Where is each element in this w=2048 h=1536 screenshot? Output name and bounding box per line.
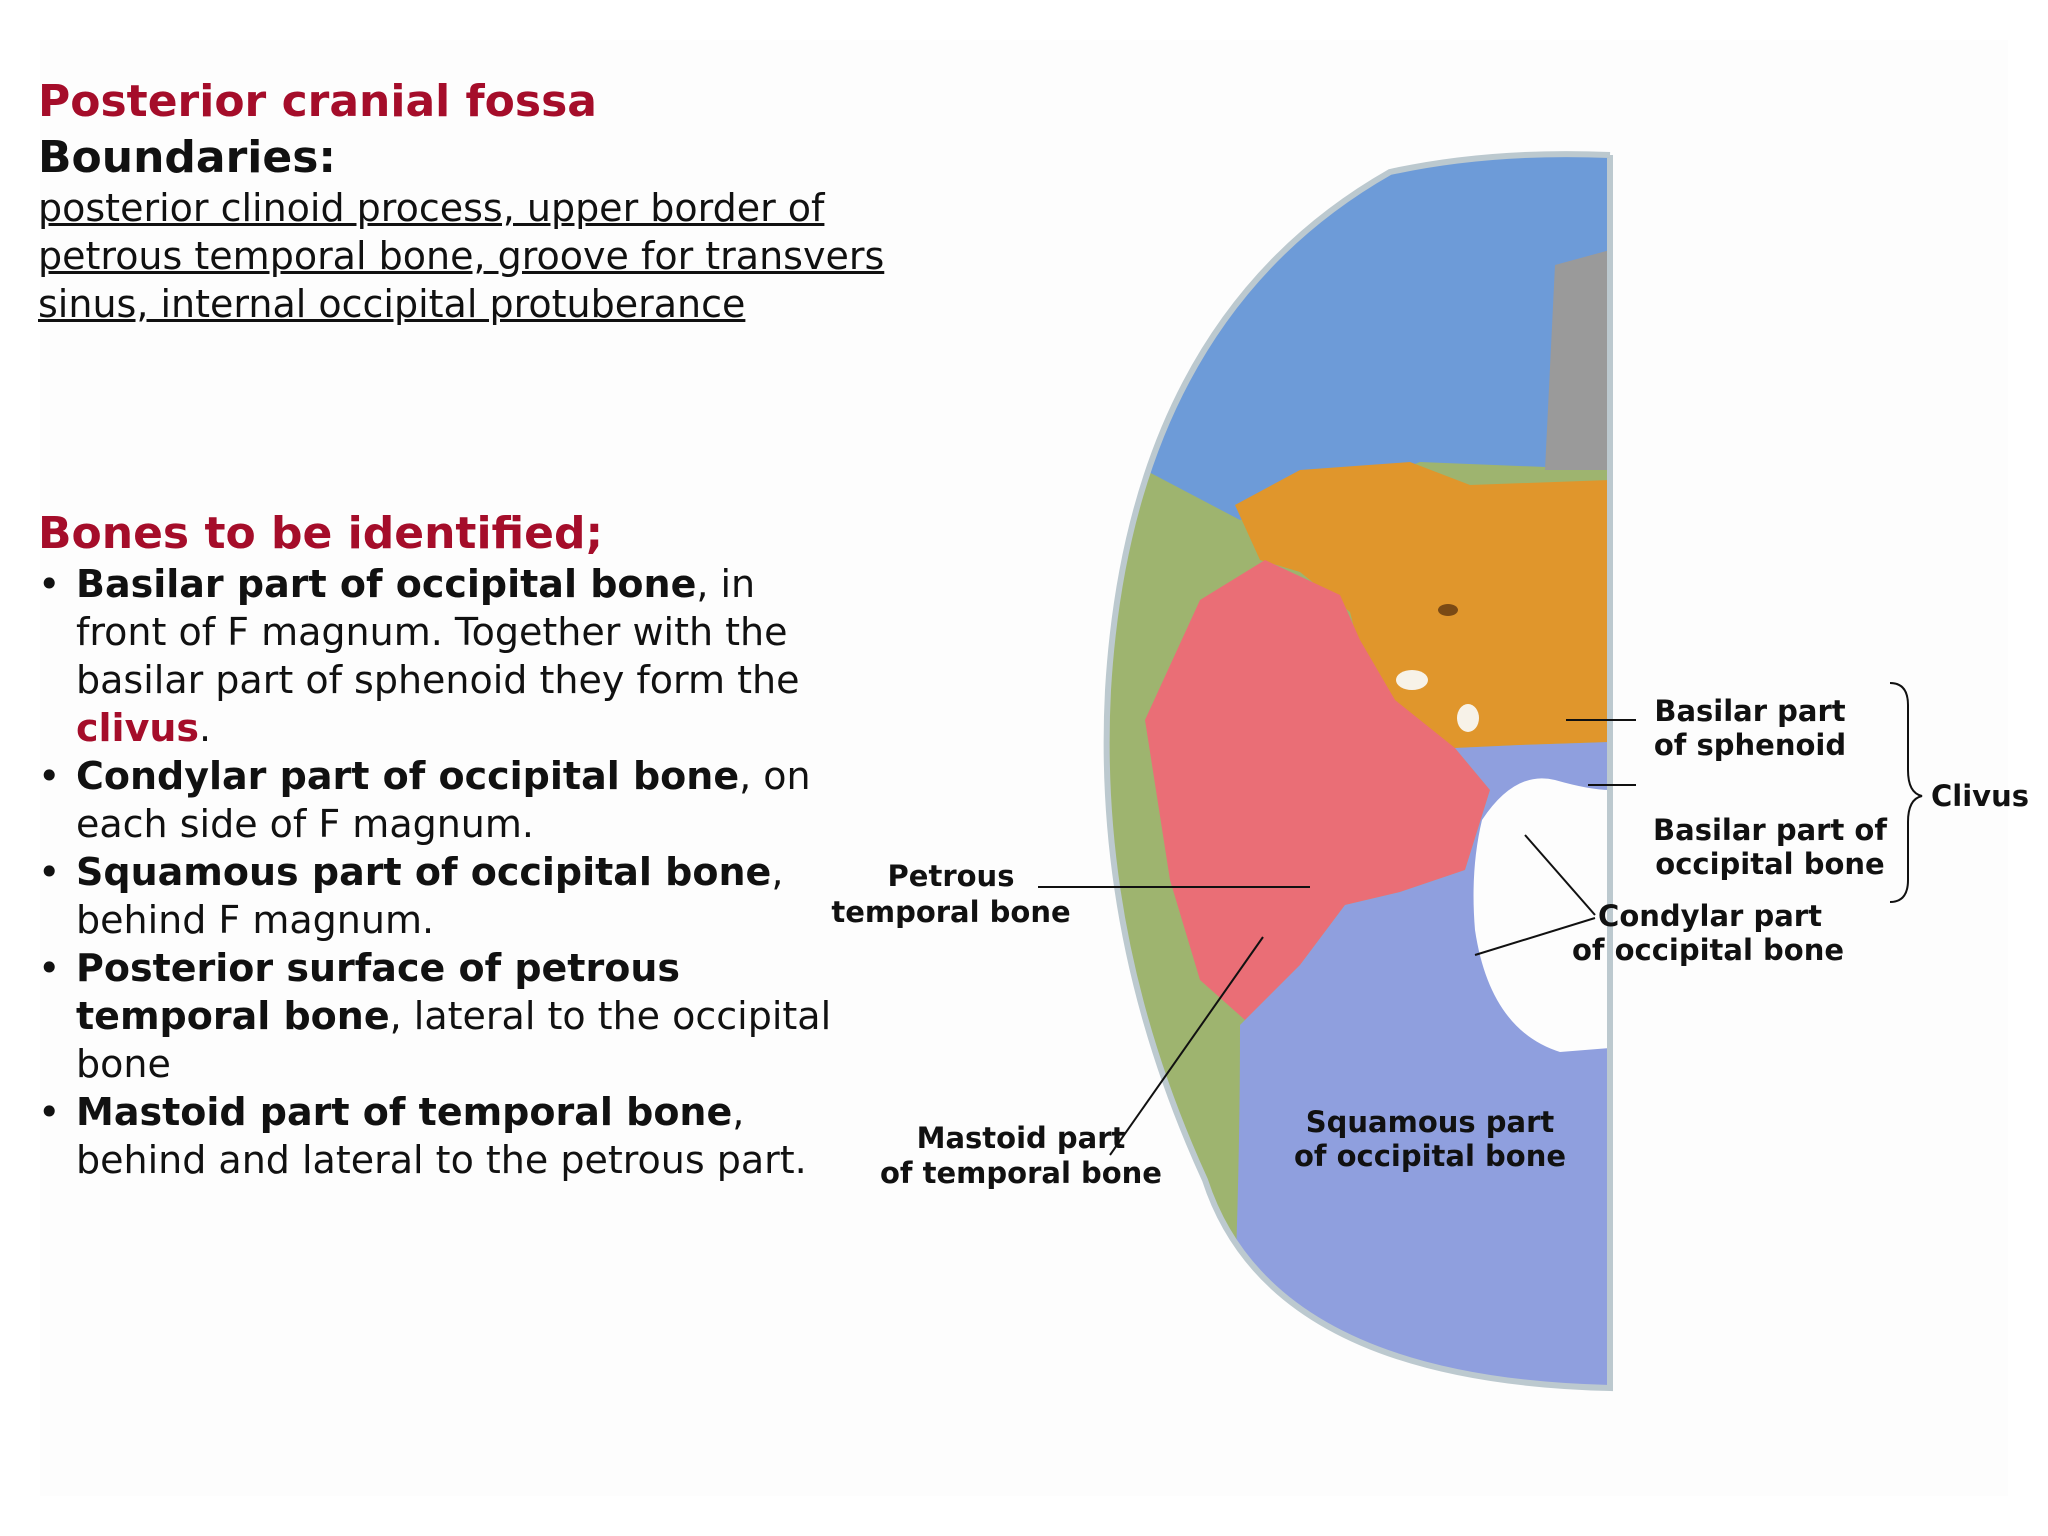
condylar-label-line1: Condylar part: [1598, 899, 1822, 933]
list-item: Squamous part of occipital bone, behind …: [38, 848, 838, 944]
diagram-labels: Petrous temporal bone Mastoid part of te…: [831, 694, 2029, 1190]
condylar-label-line2: of occipital bone: [1572, 933, 1844, 967]
bone-description: , on each side of F magnum.: [76, 754, 811, 846]
page-title: Posterior cranial fossa: [38, 76, 597, 127]
bone-name: Mastoid part of temporal bone: [76, 1090, 733, 1134]
basilar-occipital-label-line2: occipital bone: [1655, 847, 1884, 881]
petrous-label-line1: Petrous: [888, 859, 1015, 893]
squamous-label-line1: Squamous part: [1306, 1105, 1555, 1139]
leader-lines: [1038, 682, 1923, 1156]
basilar-sphenoid-label-line1: Basilar part: [1654, 694, 1845, 728]
bone-description: , lateral to the occipital bone: [76, 994, 832, 1086]
basilar-sphenoid-label-line2: of sphenoid: [1654, 728, 1846, 762]
boundaries-heading: Boundaries:: [38, 132, 337, 183]
bones-heading: Bones to be identified;: [38, 508, 604, 559]
skull-half: [1106, 154, 1610, 1388]
basilar-occipital-label-line1: Basilar part of: [1653, 813, 1887, 847]
condylar-leader-upper: [1524, 834, 1596, 916]
clivus-bracket: [1889, 682, 1923, 903]
bone-description: , behind F magnum.: [76, 850, 784, 942]
ethmoid-region: [1545, 250, 1610, 470]
list-item: Mastoid part of temporal bone, behind an…: [38, 1088, 838, 1184]
bone-name: Condylar part of occipital bone: [76, 754, 740, 798]
bone-name: Squamous part of occipital bone: [76, 850, 772, 894]
foramen-shape: [1457, 704, 1479, 732]
petrous-label-line2: temporal bone: [831, 895, 1070, 929]
bones-list: Basilar part of occipital bone, in front…: [38, 560, 838, 1184]
squamous-label-line2: of occipital bone: [1294, 1139, 1566, 1173]
foramen-magnum: [1473, 778, 1610, 1052]
skull-outline: [1103, 151, 1613, 1392]
clivus-highlight: clivus: [76, 706, 200, 750]
list-item: Basilar part of occipital bone, in front…: [38, 560, 838, 752]
petrous-temporal-bone: [1145, 560, 1490, 1020]
bone-description-tail: .: [199, 706, 212, 750]
mastoid-leader: [1109, 936, 1264, 1156]
clivus-label: Clivus: [1931, 779, 2029, 813]
sphenoid-bone: [1235, 462, 1610, 748]
list-item: Posterior surface of petrous temporal bo…: [38, 944, 838, 1088]
condylar-leader-lower: [1474, 917, 1596, 956]
bone-description: , behind and lateral to the petrous part…: [76, 1090, 807, 1182]
bone-description: , in front of F magnum. Together with th…: [76, 562, 800, 702]
bone-name: Posterior surface of petrous temporal bo…: [76, 946, 680, 1038]
boundaries-text: posterior clinoid process, upper border …: [38, 186, 885, 326]
mastoid-label-line2: of temporal bone: [880, 1156, 1162, 1190]
foramen-shape: [1438, 604, 1458, 616]
list-item: Condylar part of occipital bone, on each…: [38, 752, 838, 848]
foramen-shape: [1396, 670, 1428, 690]
bone-name: Basilar part of occipital bone: [76, 562, 697, 606]
mastoid-label-line1: Mastoid part: [917, 1121, 1126, 1155]
